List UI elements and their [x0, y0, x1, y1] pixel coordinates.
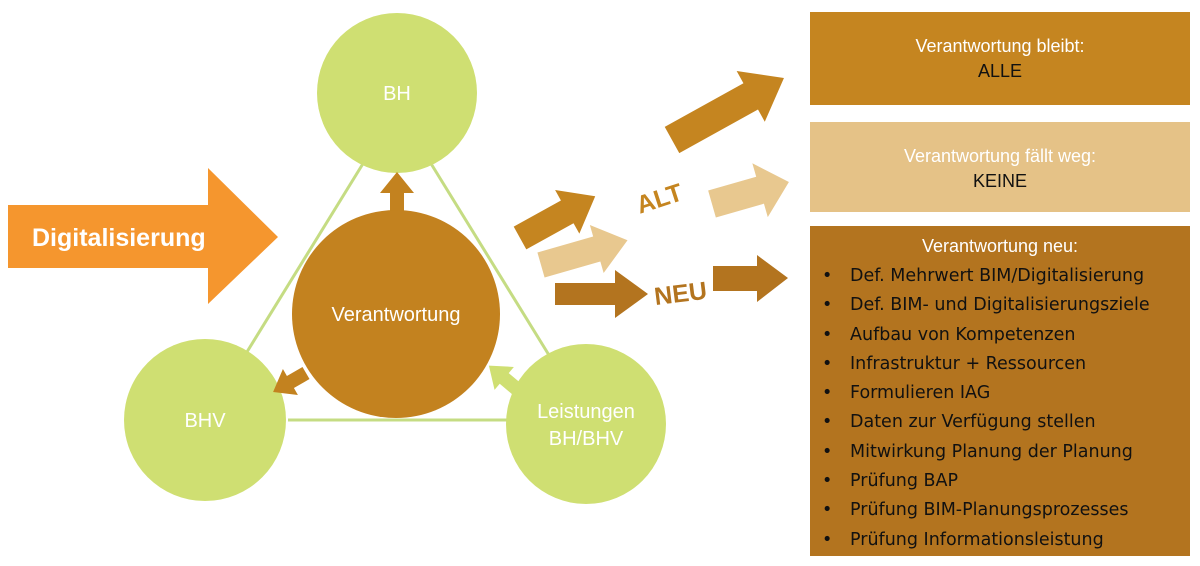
list-item: •Infrastruktur + Ressourcen	[822, 350, 1190, 379]
list-item: •Prüfung Informationsleistung	[822, 526, 1190, 555]
arrow-from-leistungen	[488, 365, 523, 396]
alt-label: ALT	[633, 178, 686, 219]
node-bh-circle	[317, 13, 477, 173]
node-verantwortung-label: Verantwortung	[332, 304, 461, 326]
node-leistungen-circle	[506, 344, 666, 504]
bullet-icon: •	[822, 324, 833, 345]
list-item: •Daten zur Verfügung stellen	[822, 408, 1190, 437]
alt-arrow-dark-large	[664, 71, 784, 154]
bullet-icon: •	[822, 266, 833, 286]
alt-arrow-light-small	[537, 224, 628, 278]
bullet-icon: •	[822, 500, 833, 521]
box-keine-value: KEINE	[972, 171, 1028, 191]
node-bh-label: BH	[383, 83, 411, 105]
list-item: •Def. Mehrwert BIM/Digitalisierung	[822, 262, 1190, 291]
bullet-icon: •	[822, 295, 833, 316]
bullet-icon: •	[822, 529, 833, 550]
bullet-icon: •	[822, 441, 833, 462]
list-item: •Aufbau von Kompetenzen	[822, 321, 1190, 350]
box-neu-title: Verantwortung neu:	[921, 236, 1079, 256]
neu-label: NEU	[653, 277, 709, 311]
triangle-line-right	[428, 161, 554, 361]
list-item: •Mitwirkung Planung der Planung	[822, 438, 1190, 467]
list-item: •Def. BIM- und Digitalisierungsziele	[822, 291, 1190, 320]
digitalisierung-label: Digitalisierung	[32, 224, 206, 252]
node-bhv-circle	[124, 339, 286, 501]
arrow-to-bh	[380, 172, 414, 212]
node-verantwortung-circle	[292, 210, 500, 418]
bullet-icon: •	[822, 353, 833, 374]
list-item: •Prüfung BAP	[822, 467, 1190, 496]
box-alle-title: Verantwortung bleibt:	[915, 36, 1085, 56]
neu-arrow-large	[713, 255, 788, 302]
bullet-icon: •	[822, 383, 833, 404]
box-keine-title: Verantwortung fällt weg:	[903, 146, 1097, 166]
box-verantwortung-neu: Verantwortung neu: •Def. Mehrwert BIM/Di…	[810, 226, 1190, 556]
neu-arrow-small	[555, 270, 648, 318]
alt-arrow-light-large	[708, 163, 789, 218]
digitalisierung-arrow	[8, 168, 278, 304]
responsibility-list: •Def. Mehrwert BIM/Digitalisierung •Def.…	[810, 262, 1190, 555]
triangle-line-left	[240, 161, 366, 361]
box-alle-value: ALLE	[977, 61, 1023, 81]
list-item: •Formulieren IAG	[822, 379, 1190, 408]
node-bhv-label: BHV	[184, 410, 226, 432]
bullet-icon: •	[822, 471, 833, 492]
node-leistungen-label-line2: BH/BHV	[549, 428, 624, 450]
bullet-icon: •	[822, 412, 833, 433]
box-verantwortung-bleibt: Verantwortung bleibt: ALLE	[810, 12, 1190, 105]
list-item: •Prüfung BIM-Planungsprozesses	[822, 496, 1190, 525]
triangle-lines	[240, 161, 554, 422]
arrow-to-bhv	[273, 366, 310, 395]
node-leistungen-label-line1: Leistungen	[537, 401, 635, 423]
box-verantwortung-faellt-weg: Verantwortung fällt weg: KEINE	[810, 122, 1190, 212]
alt-arrow-dark-small	[513, 189, 596, 250]
